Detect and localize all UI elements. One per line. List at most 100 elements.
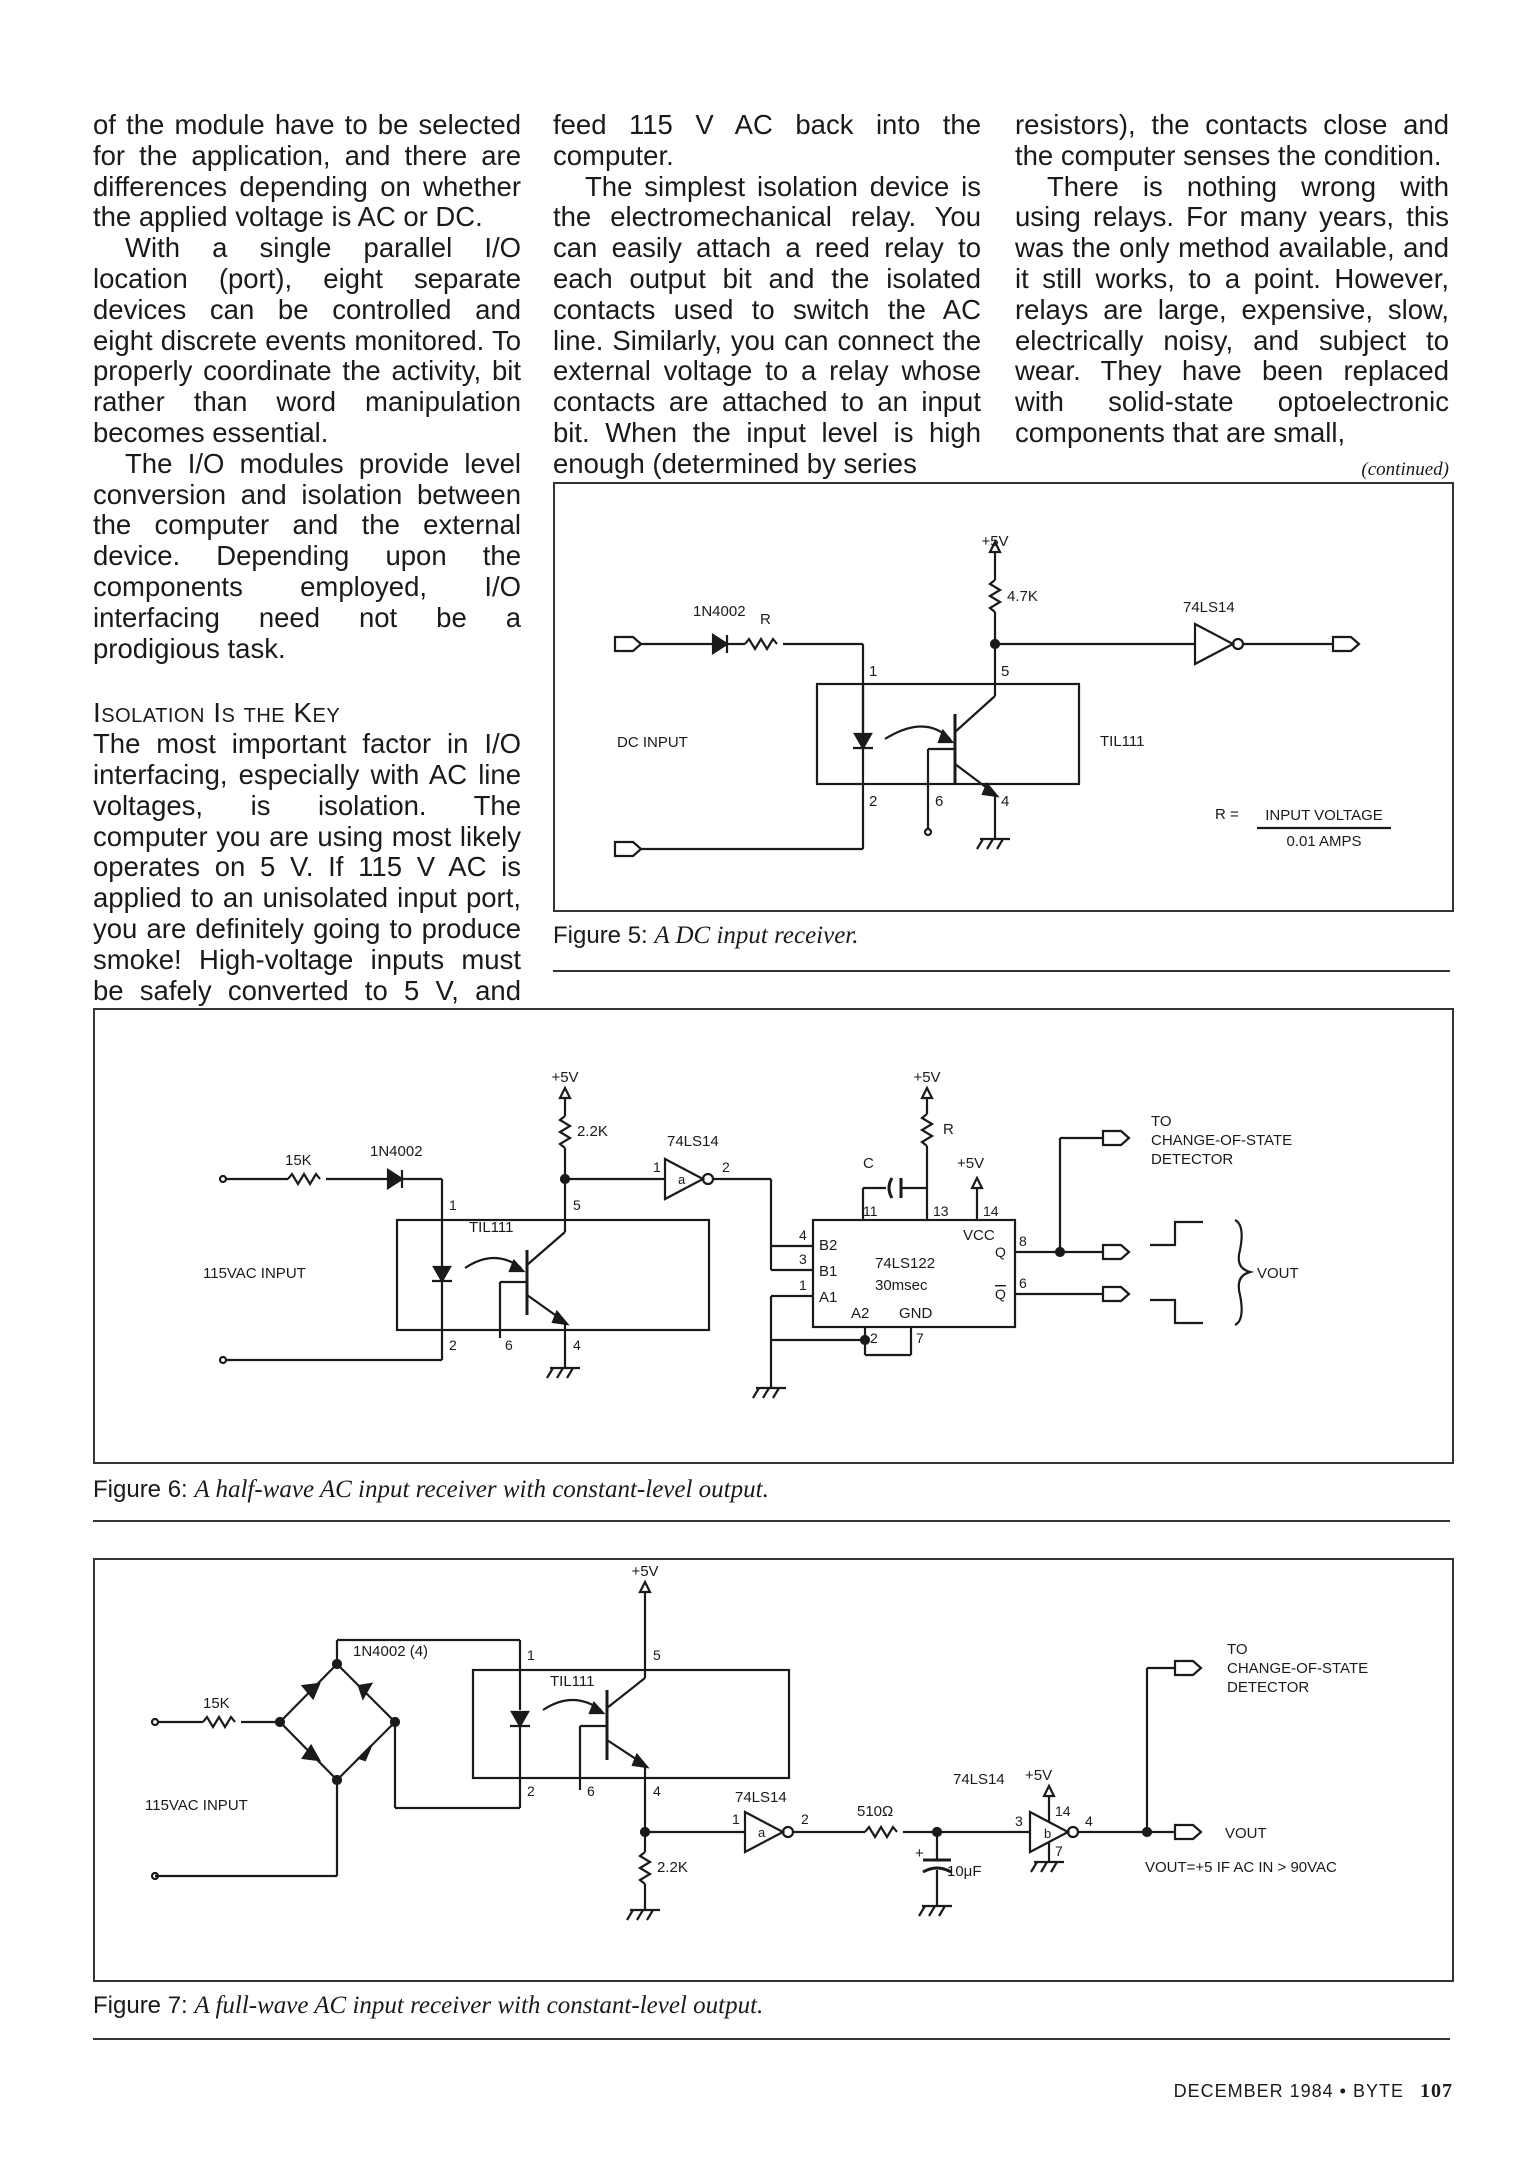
label: 0.01 AMPS xyxy=(1286,833,1361,850)
pulse-high-icon xyxy=(1150,1220,1203,1247)
figure-7-schematic: +5V 1N4002 (4) 15K 115VAC INPUT TIL111 1… xyxy=(145,1563,1368,1921)
label: 1 xyxy=(653,1159,661,1175)
output-terminal-icon xyxy=(1331,635,1361,653)
vcc-arrow-icon xyxy=(558,1085,572,1100)
label: 1N4002 (4) xyxy=(353,1643,428,1660)
label: 2 xyxy=(449,1337,457,1353)
label: 14 xyxy=(983,1203,999,1219)
optocoupler-box xyxy=(815,682,1081,786)
label: 74LS122 xyxy=(875,1255,935,1272)
figure-6-schematic: +5V 2.2K 15K 1N4002 74LS14 a 1 2 TIL111 … xyxy=(203,1069,1299,1399)
page-number: 107 xyxy=(1420,2080,1453,2102)
text-column-3: resistors), the contacts close and the c… xyxy=(1015,109,1449,486)
label: 1N4002 xyxy=(693,603,746,620)
label: 3 xyxy=(799,1251,807,1267)
led-icon xyxy=(432,1265,452,1284)
label: 2 xyxy=(527,1783,535,1799)
caption-text: A half-wave AC input receiver with const… xyxy=(194,1476,769,1503)
label: 4 xyxy=(799,1227,807,1243)
label: 13 xyxy=(933,1203,949,1219)
label: 4 xyxy=(1001,793,1009,810)
label: Q xyxy=(995,1286,1006,1302)
label: 1 xyxy=(799,1277,807,1293)
caption-label: Figure 6: xyxy=(93,1476,188,1503)
label: 7 xyxy=(916,1330,924,1346)
label: 2 xyxy=(801,1811,809,1827)
label: DC INPUT xyxy=(617,734,688,751)
vcc-arrow-icon xyxy=(920,1085,934,1100)
figure-5-box: +5V 4.7K 1N4002 R 74LS14 1 5 2 6 4 DC IN… xyxy=(553,482,1454,912)
label: 6 xyxy=(587,1783,595,1799)
label: + xyxy=(915,1845,924,1862)
text-column-1: of the module have to be selected for th… xyxy=(93,109,521,1068)
output-terminal-icon xyxy=(1173,1823,1203,1841)
diode-icon xyxy=(300,1682,321,1701)
ground-icon xyxy=(976,837,1010,850)
diode-icon xyxy=(711,632,730,656)
label: 10μF xyxy=(947,1863,982,1880)
label: R xyxy=(760,611,771,628)
figure-5-schematic: +5V 4.7K 1N4002 R 74LS14 1 5 2 6 4 DC IN… xyxy=(613,533,1391,858)
input-terminal-icon xyxy=(613,840,643,858)
ground-icon xyxy=(1030,1860,1064,1873)
paragraph: With a single parallel I/O location (por… xyxy=(93,232,521,448)
vcc-arrow-icon xyxy=(970,1175,984,1190)
label: 1N4002 xyxy=(370,1143,423,1160)
vcc-arrow-icon xyxy=(638,1579,652,1594)
label: VOUT xyxy=(1257,1265,1299,1282)
label: 3 xyxy=(1015,1813,1023,1829)
caption-text: A full-wave AC input receiver with const… xyxy=(194,1992,764,2019)
paragraph: resistors), the contacts close and the c… xyxy=(1015,109,1449,171)
label: 4 xyxy=(573,1337,581,1353)
label: 2.2K xyxy=(657,1859,688,1876)
inverter-icon xyxy=(663,1157,706,1201)
label: VCC xyxy=(963,1227,995,1244)
divider xyxy=(93,1520,1450,1522)
label: CHANGE-OF-STATE xyxy=(1151,1132,1292,1149)
resistor-icon xyxy=(864,1824,898,1840)
label: B2 xyxy=(819,1237,837,1254)
label: 1 xyxy=(869,663,877,680)
label: A2 xyxy=(851,1305,869,1322)
inverter-icon xyxy=(743,1810,786,1854)
output-terminal-icon xyxy=(1101,1285,1131,1303)
divider xyxy=(93,2038,1450,2040)
label: 74LS14 xyxy=(1183,599,1235,616)
label: VOUT=+5 IF AC IN > 90VAC xyxy=(1145,1859,1337,1876)
label: 4 xyxy=(653,1783,661,1799)
optocoupler-box xyxy=(471,1668,791,1780)
label: DETECTOR xyxy=(1151,1151,1233,1168)
label: R xyxy=(943,1121,954,1138)
diode-icon xyxy=(386,1167,405,1191)
caption-label: Figure 7: xyxy=(93,1992,188,2019)
label: C xyxy=(863,1155,874,1172)
capacitor-icon xyxy=(887,1177,894,1199)
label: TO xyxy=(1151,1113,1172,1130)
label: +5V xyxy=(981,533,1008,550)
label: 2.2K xyxy=(577,1123,608,1140)
output-terminal-icon xyxy=(1173,1659,1203,1677)
diode-icon xyxy=(356,1745,373,1762)
optocoupler-box xyxy=(395,1218,711,1332)
capacitor-icon xyxy=(922,1866,952,1874)
label: 1 xyxy=(527,1647,535,1663)
ground-icon xyxy=(752,1386,786,1399)
caption-text: A DC input receiver. xyxy=(654,922,859,949)
label: VOUT xyxy=(1225,1825,1267,1842)
issue-line: DECEMBER 1984 • BYTE xyxy=(1173,2081,1404,2101)
label: TIL111 xyxy=(550,1673,594,1690)
section-heading: Isolation Is the Key xyxy=(93,697,341,729)
label: 2 xyxy=(722,1159,730,1175)
diode-icon xyxy=(357,1682,374,1701)
inverter-icon xyxy=(1193,622,1236,666)
figure-6-box: +5V 2.2K 15K 1N4002 74LS14 a 1 2 TIL111 … xyxy=(93,1008,1454,1464)
label: +5V xyxy=(1025,1767,1052,1784)
label: 5 xyxy=(573,1197,581,1213)
label: 115VAC INPUT xyxy=(203,1265,306,1282)
label: 2 xyxy=(869,793,877,810)
label: b xyxy=(1044,1826,1051,1841)
label: 5 xyxy=(653,1647,661,1663)
label: 1 xyxy=(732,1811,740,1827)
label: 8 xyxy=(1019,1233,1027,1249)
label: 2 xyxy=(870,1330,878,1346)
